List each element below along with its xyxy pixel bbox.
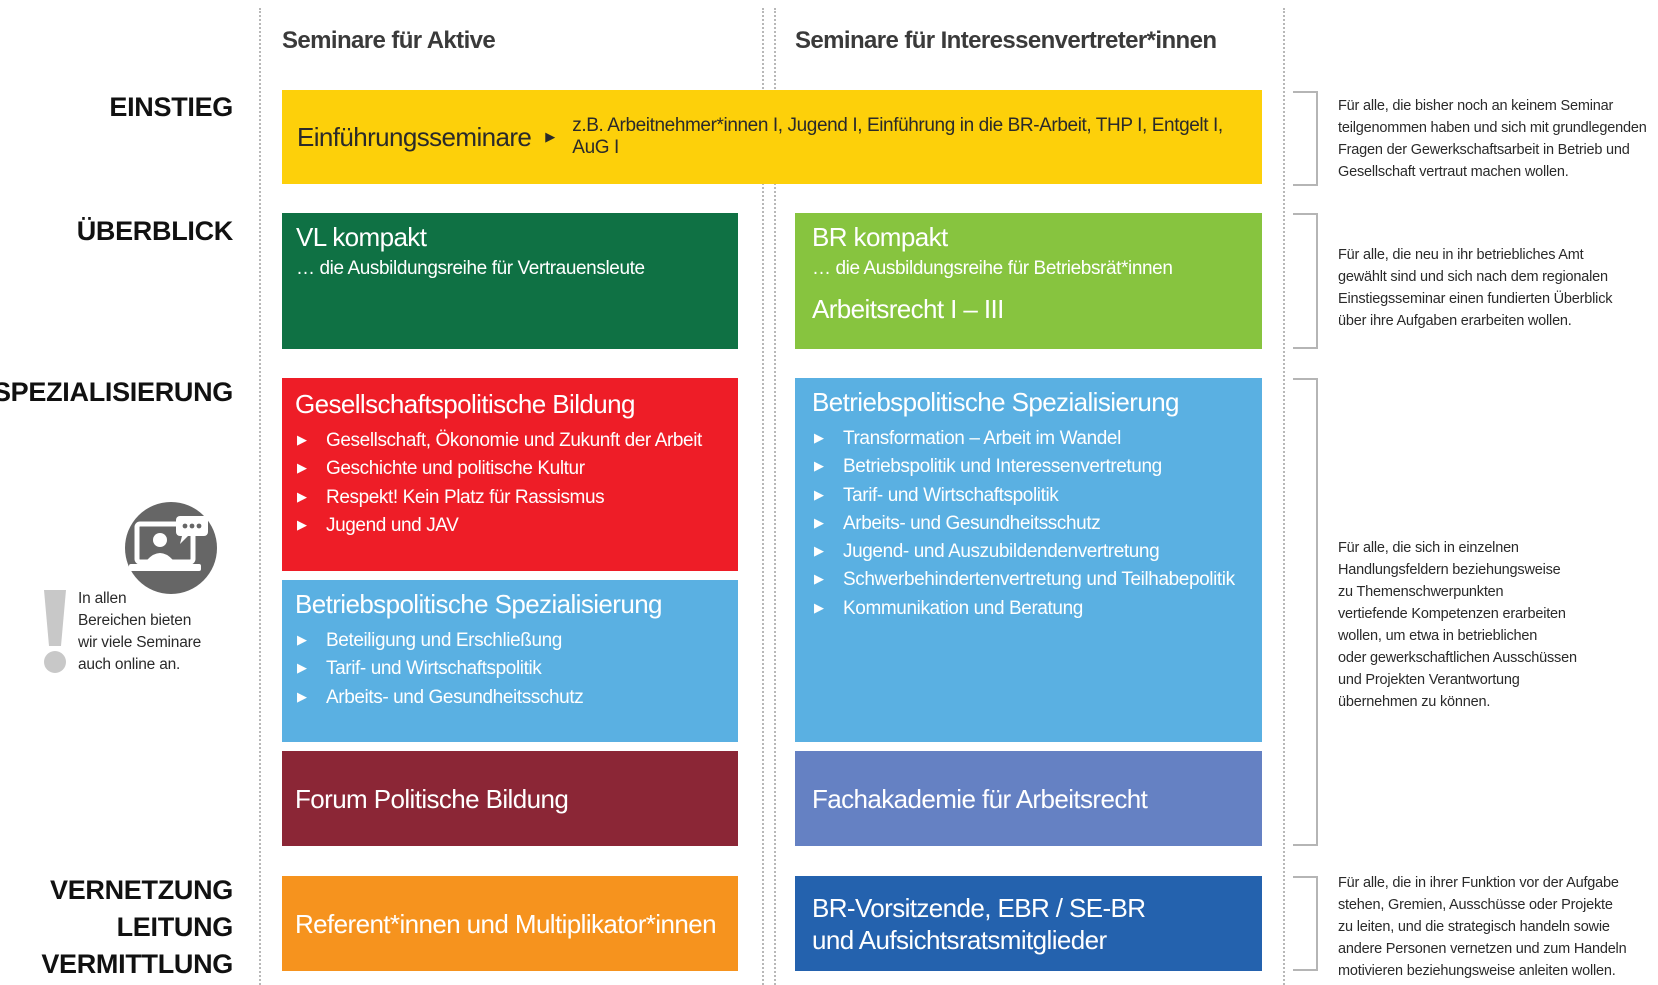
triangle-bullet-icon: ▶ <box>297 516 307 532</box>
vl-kompakt-box: VL kompakt … die Ausbildungsreihe für Ve… <box>282 213 738 349</box>
level-einstieg: EINSTIEG <box>109 92 233 122</box>
bracket-spezialisierung <box>1293 378 1318 846</box>
note-vernetzung: Für alle, die in ihrer Funktion vor der … <box>1338 875 1627 979</box>
vl-kompakt-title: VL kompakt <box>296 222 427 252</box>
triangle-bullet-icon: ▶ <box>297 432 307 447</box>
triangle-bullet-icon: ▶ <box>297 632 307 647</box>
betriebspolitisch-aktive-box: Betriebspolitische Spezialisierung ▶Bete… <box>282 580 738 742</box>
level-spezialisierung: SPEZIALISIERUNG <box>0 377 233 407</box>
bracket-einstieg <box>1293 91 1318 186</box>
fachakademie-box: Fachakademie für Arbeitsrecht <box>795 751 1262 846</box>
list-item: ▶Geschichte und politische Kultur <box>295 454 738 482</box>
column-divider <box>259 8 261 985</box>
list-item: ▶Jugend und JAV <box>295 511 738 539</box>
referenten-title: Referent*innen und Multiplikator*innen <box>295 908 717 939</box>
list-item: ▶Beteiligung und Erschließung <box>295 626 738 654</box>
br-vorsitzende-box: BR-Vorsitzende, EBR / SE-BR und Aufsicht… <box>795 876 1262 971</box>
vl-kompakt-subtitle: … die Ausbildungsreihe für Vertrauensleu… <box>296 258 645 279</box>
triangle-bullet-icon: ▶ <box>814 486 824 502</box>
betriebspolitisch-iv-box: Betriebspolitische Spezialisierung ▶Tran… <box>795 378 1262 742</box>
referenten-box: Referent*innen und Multiplikator*innen <box>282 876 738 971</box>
note-einstieg: Für alle, die bisher noch an keinem Semi… <box>1338 98 1647 180</box>
gesellschaftspolitisch-title: Gesellschaftspolitische Bildung <box>295 389 635 419</box>
triangle-bullet-icon: ▶ <box>297 688 307 704</box>
list-item: ▶Tarif- und Wirtschaftspolitik <box>812 481 1262 509</box>
list-item: ▶Arbeits- und Gesundheitsschutz <box>295 683 738 711</box>
triangle-bullet-icon: ▶ <box>297 660 307 676</box>
column-divider <box>774 8 776 985</box>
list-item: ▶Jugend- und Auszubildendenvertretung <box>812 537 1262 565</box>
list-item: ▶Arbeits- und Gesundheitsschutz <box>812 509 1262 537</box>
level-vernetzung: VERNETZUNG LEITUNG VERMITTLUNG <box>41 872 233 983</box>
bracket-vernetzung <box>1293 876 1318 971</box>
betriebspolitisch-aktive-title: Betriebspolitische Spezialisierung <box>295 589 663 619</box>
forum-box: Forum Politische Bildung <box>282 751 738 846</box>
column-heading-aktive: Seminare für Aktive <box>282 27 496 54</box>
triangle-bullet-icon: ▶ <box>814 514 824 530</box>
column-divider <box>762 8 764 985</box>
level-vernetzung-line: VERNETZUNG <box>49 875 233 905</box>
gesellschaftspolitisch-box: Gesellschaftspolitische Bildung ▶Gesells… <box>282 378 738 571</box>
bracket-ueberblick <box>1293 213 1318 349</box>
list-item: ▶Betriebspolitik und Interessenvertretun… <box>812 452 1262 480</box>
level-vermittlung-line: VERMITTLUNG <box>41 949 233 979</box>
level-leitung-line: LEITUNG <box>116 912 234 942</box>
br-kompakt-box: BR kompakt … die Ausbildungsreihe für Be… <box>795 213 1262 349</box>
triangle-bullet-icon: ▶ <box>297 488 307 504</box>
einfuehrung-title: Einführungsseminare <box>297 122 532 152</box>
triangle-bullet-icon: ▶ <box>297 460 307 476</box>
list-item: ▶Schwerbehindertenvertretung und Teilhab… <box>812 565 1262 593</box>
br-kompakt-subtitle: … die Ausbildungsreihe für Betriebsrät*i… <box>812 258 1173 279</box>
br-kompakt-extra: Arbeitsrecht I – III <box>812 294 1004 324</box>
triangle-bullet-icon: ▶ <box>814 458 824 474</box>
br-kompakt-title: BR kompakt <box>812 222 948 252</box>
list-item: ▶Transformation – Arbeit im Wandel <box>812 424 1262 452</box>
triangle-bullet-icon: ▶ <box>814 571 824 587</box>
fachakademie-title: Fachakademie für Arbeitsrecht <box>812 783 1148 814</box>
list-item: ▶Kommunikation und Beratung <box>812 594 1262 622</box>
triangle-bullet-icon: ▶ <box>814 599 824 615</box>
triangle-bullet-icon: ▶ <box>545 129 556 144</box>
level-ueberblick: ÜBERBLICK <box>76 216 234 246</box>
exclamation-icon <box>44 590 66 673</box>
einfuehrung-detail: z.B. Arbeitnehmer*innen I, Jugend I, Ein… <box>572 115 1223 158</box>
einfuehrung-box: Einführungsseminare ▶ z.B. Arbeitnehmer*… <box>282 90 1262 184</box>
triangle-bullet-icon: ▶ <box>814 543 824 559</box>
list-item: ▶Gesellschaft, Ökonomie und Zukunft der … <box>295 426 738 454</box>
betriebspolitisch-iv-title: Betriebspolitische Spezialisierung <box>812 387 1180 417</box>
br-vorsitzende-line2: und Aufsichtsratsmitglieder <box>812 924 1107 955</box>
note-ueberblick: Für alle, die neu in ihr betriebliches A… <box>1338 247 1613 329</box>
column-divider <box>1283 8 1285 985</box>
list-item: ▶Respekt! Kein Platz für Rassismus <box>295 483 738 511</box>
list-item: ▶Tarif- und Wirtschaftspolitik <box>295 654 738 682</box>
triangle-bullet-icon: ▶ <box>814 430 824 445</box>
online-seminar-icon <box>125 502 217 594</box>
column-heading-interessenvertreter: Seminare für Interessenvertreter*innen <box>795 27 1217 54</box>
forum-title: Forum Politische Bildung <box>295 783 569 814</box>
br-vorsitzende-line1: BR-Vorsitzende, EBR / SE-BR <box>812 892 1146 923</box>
